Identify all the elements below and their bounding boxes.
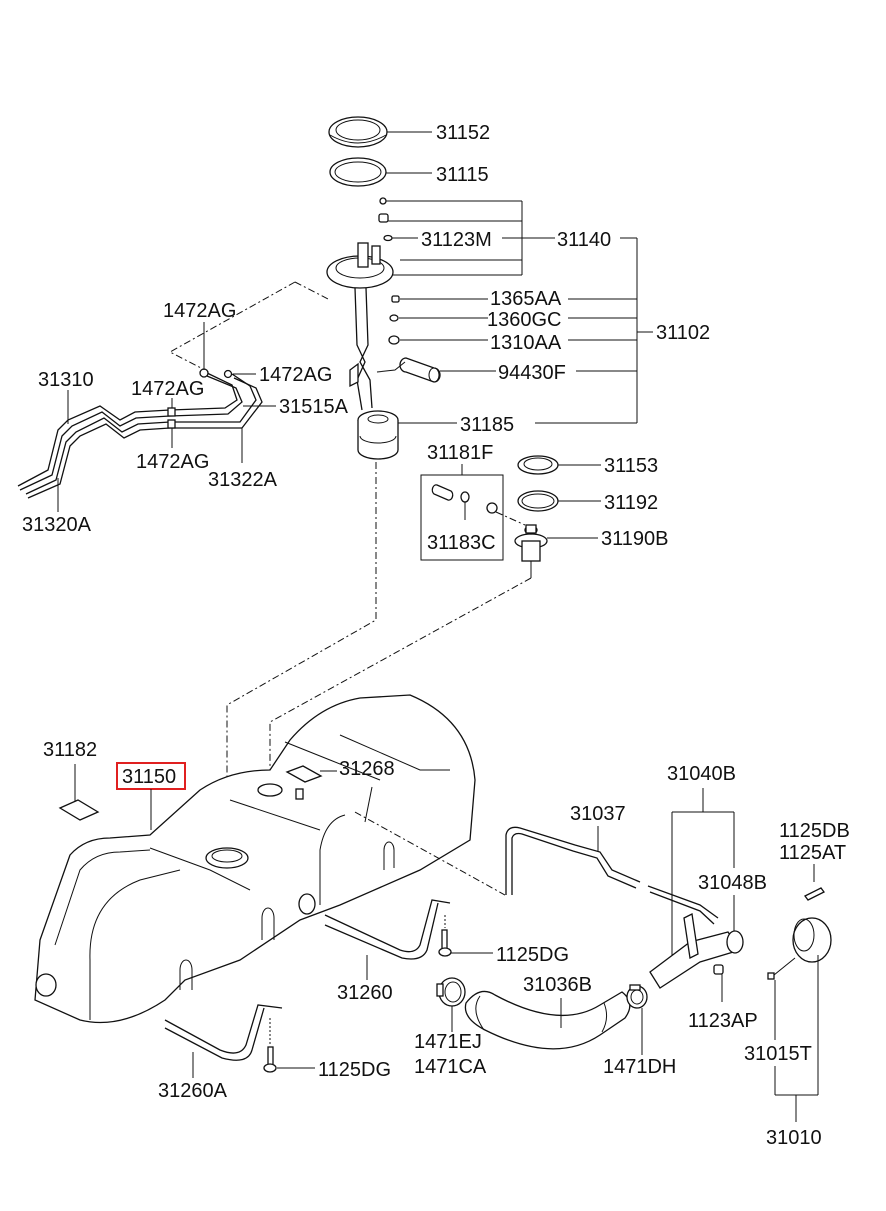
small-part xyxy=(379,197,387,205)
ring-31153[interactable] xyxy=(517,455,559,475)
part-label-31185[interactable]: 31185 xyxy=(460,414,514,436)
part-label-1472AG-top[interactable]: 1472AG xyxy=(163,300,236,322)
fuel-pump-module[interactable] xyxy=(326,242,394,411)
small-part xyxy=(391,295,400,303)
filler-neck-31040B[interactable] xyxy=(649,913,744,989)
tank-strap-31260[interactable] xyxy=(324,899,451,960)
kit-parts[interactable] xyxy=(431,484,498,514)
pad-31182[interactable] xyxy=(58,799,100,821)
part-label-31260[interactable]: 31260 xyxy=(337,982,393,1004)
part-label-94430F[interactable]: 94430F xyxy=(498,362,566,384)
sender-31190B[interactable] xyxy=(514,524,548,562)
part-label-31183C[interactable]: 31183C xyxy=(427,532,496,554)
hose-clamp-1471EJ[interactable] xyxy=(436,977,466,1007)
part-label-31320A[interactable]: 31320A xyxy=(22,514,92,536)
lock-ring-31152[interactable] xyxy=(328,116,388,148)
part-label-31115[interactable]: 31115 xyxy=(436,164,489,186)
part-label-1123AP[interactable]: 1123AP xyxy=(688,1010,758,1032)
part-label-31152[interactable]: 31152 xyxy=(436,122,490,144)
small-part xyxy=(383,234,393,242)
part-label-31010[interactable]: 31010 xyxy=(766,1127,822,1149)
kit-box-31181F xyxy=(420,474,504,561)
part-label-31192[interactable]: 31192 xyxy=(604,492,658,514)
vent-hose-31037[interactable] xyxy=(505,826,719,925)
part-label-1125DG-lower[interactable]: 1125DG xyxy=(318,1059,391,1081)
bolt-1125DB[interactable] xyxy=(804,887,825,901)
part-label-1125AT[interactable]: 1125AT xyxy=(779,842,846,864)
part-label-31048B[interactable]: 31048B xyxy=(698,872,767,894)
part-label-1472AG-bottom[interactable]: 1472AG xyxy=(136,451,209,473)
part-label-31310[interactable]: 31310 xyxy=(38,369,94,391)
filler-hose-31036B[interactable] xyxy=(464,990,631,1050)
part-label-1472AG-mid[interactable]: 1472AG xyxy=(131,378,204,400)
tank-strap-31260A[interactable] xyxy=(164,1004,283,1061)
small-part xyxy=(388,335,400,345)
fuel-sender-94430F[interactable] xyxy=(376,357,441,383)
part-label-31037[interactable]: 31037 xyxy=(570,803,626,825)
part-label-1125DG-upper[interactable]: 1125DG xyxy=(496,944,569,966)
small-part xyxy=(378,213,389,223)
part-label-1471DH[interactable]: 1471DH xyxy=(603,1056,676,1078)
part-label-31150[interactable]: 31150 xyxy=(122,766,176,788)
bolt-1125DG-upper[interactable] xyxy=(438,929,452,957)
assembly-guide-line xyxy=(354,811,506,896)
fuel-cap-31010[interactable] xyxy=(767,917,832,980)
part-label-31040B[interactable]: 31040B xyxy=(667,763,736,785)
part-label-1471EJ[interactable]: 1471EJ xyxy=(414,1031,482,1053)
part-label-1471CA[interactable]: 1471CA xyxy=(414,1056,487,1078)
part-label-31015T[interactable]: 31015T xyxy=(744,1043,812,1065)
gasket-31115[interactable] xyxy=(329,157,387,187)
part-label-1125DB[interactable]: 1125DB xyxy=(779,820,850,842)
part-label-31140[interactable]: 31140 xyxy=(557,229,611,251)
part-label-1360GC[interactable]: 1360GC xyxy=(487,309,562,331)
small-part xyxy=(389,314,399,322)
part-label-31322A[interactable]: 31322A xyxy=(208,469,278,491)
part-label-31123M[interactable]: 31123M xyxy=(421,229,492,251)
part-label-31102[interactable]: 31102 xyxy=(656,322,710,344)
assembly-guide-line xyxy=(495,511,526,526)
part-label-31153[interactable]: 31153 xyxy=(604,455,658,477)
part-label-31260A[interactable]: 31260A xyxy=(158,1080,228,1102)
part-label-31182[interactable]: 31182 xyxy=(43,739,97,761)
part-label-31268[interactable]: 31268 xyxy=(339,758,395,780)
pad-31268[interactable] xyxy=(285,765,323,783)
gasket-31192[interactable] xyxy=(517,490,559,512)
fuel-filter-31185[interactable] xyxy=(357,410,399,460)
fuel-tank-31150[interactable] xyxy=(34,694,476,1024)
part-label-31515A[interactable]: 31515A xyxy=(279,396,349,418)
part-label-1310AA[interactable]: 1310AA xyxy=(490,332,562,354)
bolt-1125DG-lower[interactable] xyxy=(263,1046,277,1073)
part-label-31181F[interactable]: 31181F xyxy=(427,442,493,464)
part-label-1472AG-right[interactable]: 1472AG xyxy=(259,364,332,386)
assembly-guide-line xyxy=(168,281,331,371)
fuel-lines[interactable] xyxy=(17,368,263,499)
part-label-31036B[interactable]: 31036B xyxy=(523,974,592,996)
part-label-1365AA[interactable]: 1365AA xyxy=(490,288,562,310)
hose-clamp-1471DH[interactable] xyxy=(626,984,648,1009)
part-label-31190B[interactable]: 31190B xyxy=(601,528,668,550)
